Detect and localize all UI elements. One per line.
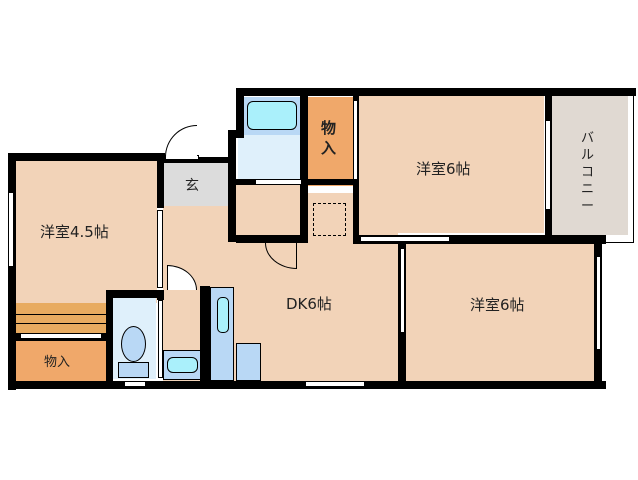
door-threshold [255,179,302,185]
closet-left [16,341,106,381]
window [124,381,146,387]
closet-top [308,97,353,186]
shelf-line [16,323,106,324]
sliding-door [157,210,163,288]
entrance [163,163,228,206]
toilet-bowl-icon [121,326,146,362]
room-label: 物入 [44,355,71,370]
wall [8,153,165,161]
wall [236,88,636,96]
washroom [238,135,300,179]
wall [106,290,164,298]
room-label: 物入 [321,119,337,157]
room-label: バルコニー [581,131,595,214]
sliding-door [353,100,358,180]
sink-icon [217,297,229,333]
wall [106,290,113,381]
western-room-6-top [358,95,544,233]
room-label: 洋室6帖 [416,160,471,178]
wall [236,235,308,243]
wall [353,235,606,244]
room-label: DK6帖 [286,295,332,313]
sliding-door [20,333,102,339]
window [545,120,551,210]
room-label: 洋室4.5帖 [40,223,109,241]
window [8,192,14,267]
fridge-space [236,343,261,381]
western-room-6-bottom [406,244,594,382]
storage-hatch-icon [313,203,346,236]
shelf [16,303,106,333]
window [596,256,601,350]
basin-icon [167,357,198,373]
hall-small [235,185,300,235]
window [305,381,365,387]
wall [157,153,164,208]
wall [164,157,228,163]
door-swing-icon[interactable] [165,125,197,157]
wall [236,88,244,138]
wall [8,153,16,390]
shelf-line [16,314,106,315]
wall [300,88,308,243]
balcony [552,95,628,235]
western-room-4-5 [16,160,157,303]
toilet-tank-icon [118,362,149,378]
sliding-door [400,248,405,333]
sliding-door [158,300,163,378]
wall [200,286,210,386]
wall [228,130,236,242]
bathtub-icon [247,101,297,130]
room-label: 玄 [185,178,199,194]
room-label: 洋室6帖 [470,296,525,314]
sliding-door [360,236,450,242]
